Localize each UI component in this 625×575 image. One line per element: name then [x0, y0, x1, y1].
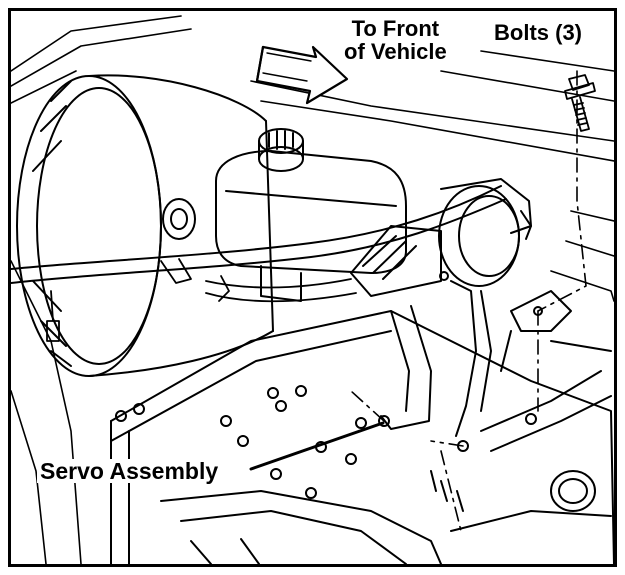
- engine-bay-drawing: [11, 15, 614, 564]
- bolt-icon: [564, 74, 596, 132]
- servo-assembly: [350, 178, 532, 452]
- brake-booster: [16, 74, 274, 377]
- servo-leader-line: [249, 421, 385, 471]
- front-direction-label: To Front of Vehicle: [341, 17, 450, 63]
- frame-rail: [160, 490, 612, 564]
- front-direction-line1: To Front: [351, 16, 440, 41]
- master-cylinder: [215, 128, 407, 302]
- arrow-right-icon: [255, 45, 349, 105]
- servo-assembly-label: Servo Assembly: [37, 459, 222, 483]
- body-structure: [11, 15, 614, 564]
- bolts-label: Bolts (3): [491, 21, 585, 44]
- cables: [11, 185, 507, 342]
- illustration-frame: To Front of Vehicle Bolts (3) Servo Asse…: [8, 8, 617, 567]
- front-direction-line2: of Vehicle: [344, 39, 447, 65]
- mounting-tray: [110, 310, 614, 564]
- mounting-bracket: [500, 290, 572, 372]
- install-guides: [350, 70, 587, 532]
